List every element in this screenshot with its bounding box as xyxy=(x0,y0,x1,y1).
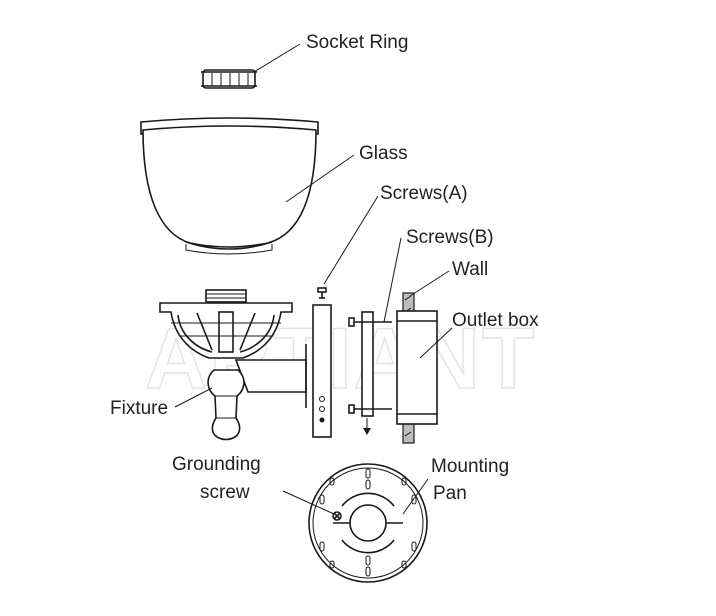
socket-ring-leader xyxy=(253,43,301,73)
outlet-box-part xyxy=(396,310,438,425)
fixture-part xyxy=(159,289,332,441)
screws-a-leader xyxy=(323,195,379,285)
fixture-label: Fixture xyxy=(110,398,168,419)
grounding-screw-leader xyxy=(282,490,335,515)
mounting-pan-part xyxy=(308,463,428,583)
grounding-screw-label-line1: Grounding xyxy=(172,454,261,475)
screws-a-label: Screws(A) xyxy=(380,183,468,204)
screws-b-label: Screws(B) xyxy=(406,227,494,248)
mounting-pan-leader xyxy=(402,478,429,515)
glass-leader xyxy=(285,154,355,203)
screws-b-leader xyxy=(383,237,402,323)
grounding-screw-label-line2: screw xyxy=(200,482,250,503)
socket-ring-label: Socket Ring xyxy=(306,32,408,53)
glass-shade-part xyxy=(140,117,319,255)
wall-leader xyxy=(409,270,450,297)
outlet-box-label: Outlet box xyxy=(452,310,539,331)
screw-a-part xyxy=(317,287,327,299)
glass-label: Glass xyxy=(359,143,408,164)
outlet-box-leader xyxy=(419,327,453,359)
screws-b-mounting-strap xyxy=(348,311,392,435)
mounting-pan-label-line1: Mounting xyxy=(431,456,509,477)
fixture-leader xyxy=(174,387,213,408)
wall-label: Wall xyxy=(452,259,488,280)
mounting-pan-label-line2: Pan xyxy=(433,483,467,504)
socket-ring-part xyxy=(201,69,257,89)
